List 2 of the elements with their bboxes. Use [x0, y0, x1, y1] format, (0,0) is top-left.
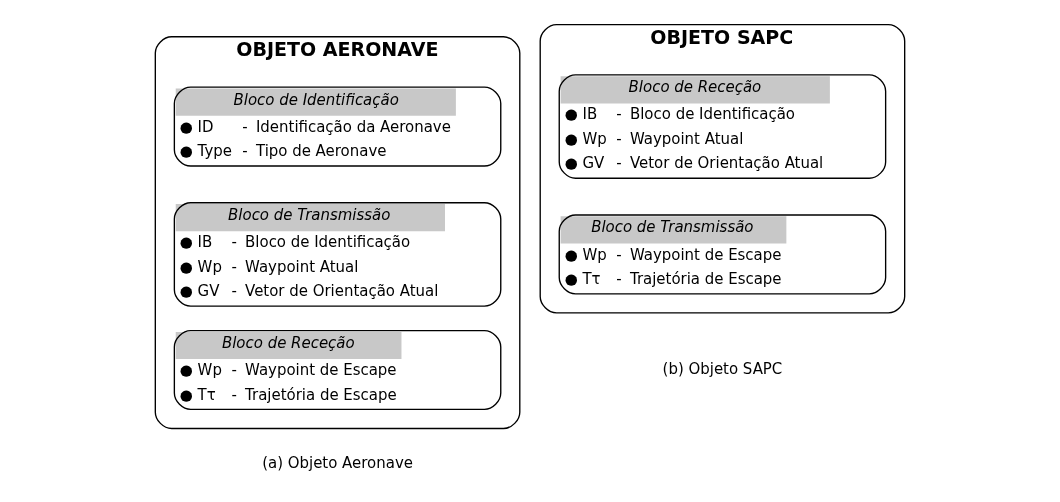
label: (b) Objeto SAPC: [662, 359, 783, 378]
label: (a) Objeto Aeronave: [262, 453, 413, 472]
